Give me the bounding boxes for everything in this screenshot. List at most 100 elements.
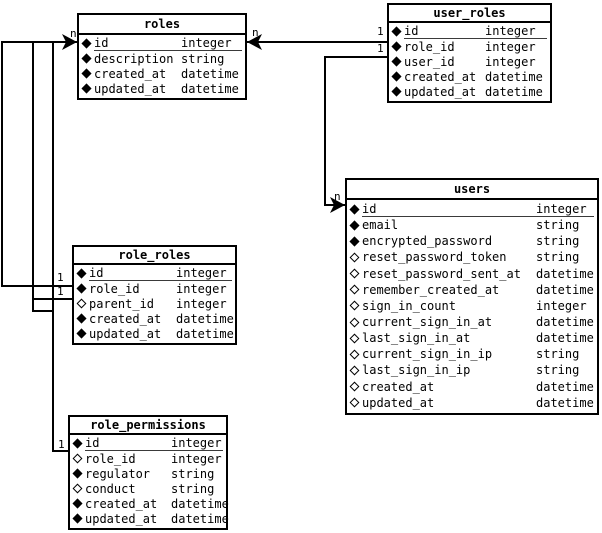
required-field-icon xyxy=(349,220,360,231)
field-name: updated_at xyxy=(94,81,167,96)
field-name: created_at xyxy=(94,66,167,81)
field-name: last_sign_in_ip xyxy=(362,363,471,378)
required-field-icon xyxy=(349,204,360,215)
field-row: reset_password_sent_at datetime xyxy=(347,266,597,282)
field-name: remember_created_at xyxy=(362,282,500,297)
required-field-icon xyxy=(72,468,83,479)
arrowhead-into-roles-left xyxy=(62,34,77,50)
field-type: integer xyxy=(485,39,536,54)
field-type: datetime xyxy=(536,331,594,346)
nullable-field-icon xyxy=(349,284,360,295)
nullable-field-icon xyxy=(349,381,360,392)
table-title: users xyxy=(347,180,597,200)
cardinality-label: 1 xyxy=(57,271,64,284)
field-type: string xyxy=(536,218,580,233)
nullable-field-icon xyxy=(72,483,83,494)
required-field-icon xyxy=(72,438,83,449)
field-name: id xyxy=(85,436,100,450)
field-type: datetime xyxy=(176,311,234,326)
field-name: created_at xyxy=(404,69,477,84)
field-name: updated_at xyxy=(362,395,435,410)
field-name: id xyxy=(89,266,104,280)
field-name: id xyxy=(404,24,419,38)
field-type: datetime xyxy=(536,315,594,330)
field-name: id xyxy=(362,201,377,216)
required-field-icon xyxy=(391,56,402,67)
field-type: integer xyxy=(485,54,536,69)
nullable-field-icon xyxy=(76,298,87,309)
field-type: string xyxy=(536,347,580,362)
field-type: string xyxy=(171,466,215,481)
field-name: reset_password_sent_at xyxy=(362,266,521,281)
field-row: updated_at datetime xyxy=(347,395,597,411)
field-type: integer xyxy=(171,451,222,466)
field-row: regulator string xyxy=(70,466,226,481)
field-name: regulator xyxy=(85,466,151,481)
field-type: datetime xyxy=(176,326,234,341)
field-type: datetime xyxy=(536,266,594,281)
nullable-field-icon xyxy=(349,317,360,327)
field-type: integer xyxy=(536,201,587,216)
field-type: string xyxy=(181,51,225,66)
field-name: updated_at xyxy=(85,511,158,526)
required-field-icon xyxy=(81,68,92,79)
field-type: integer xyxy=(176,281,227,296)
field-name: current_sign_in_ip xyxy=(362,347,493,362)
required-field-icon xyxy=(76,328,87,339)
required-field-icon xyxy=(76,283,87,294)
cardinality-label: 1 xyxy=(57,285,64,298)
nullable-field-icon xyxy=(349,397,360,408)
field-text: id integer xyxy=(85,436,223,451)
field-type: integer xyxy=(171,436,222,450)
field-name: encrypted_password xyxy=(362,234,493,249)
nullable-field-icon xyxy=(349,349,360,360)
required-field-icon xyxy=(391,26,402,37)
arrowhead-into-users xyxy=(330,197,345,213)
required-field-icon xyxy=(391,86,402,97)
field-type: string xyxy=(536,234,580,249)
connector-role_roles-roles-parent_id xyxy=(32,42,53,312)
nullable-field-icon xyxy=(349,300,360,311)
field-name: sign_in_count xyxy=(362,298,456,313)
required-field-icon xyxy=(349,236,360,247)
table-title: role_permissions xyxy=(70,417,226,435)
field-name: reset_password_token xyxy=(362,250,507,265)
field-type: datetime xyxy=(536,282,594,297)
required-field-icon xyxy=(391,71,402,82)
field-type: datetime xyxy=(536,395,594,410)
